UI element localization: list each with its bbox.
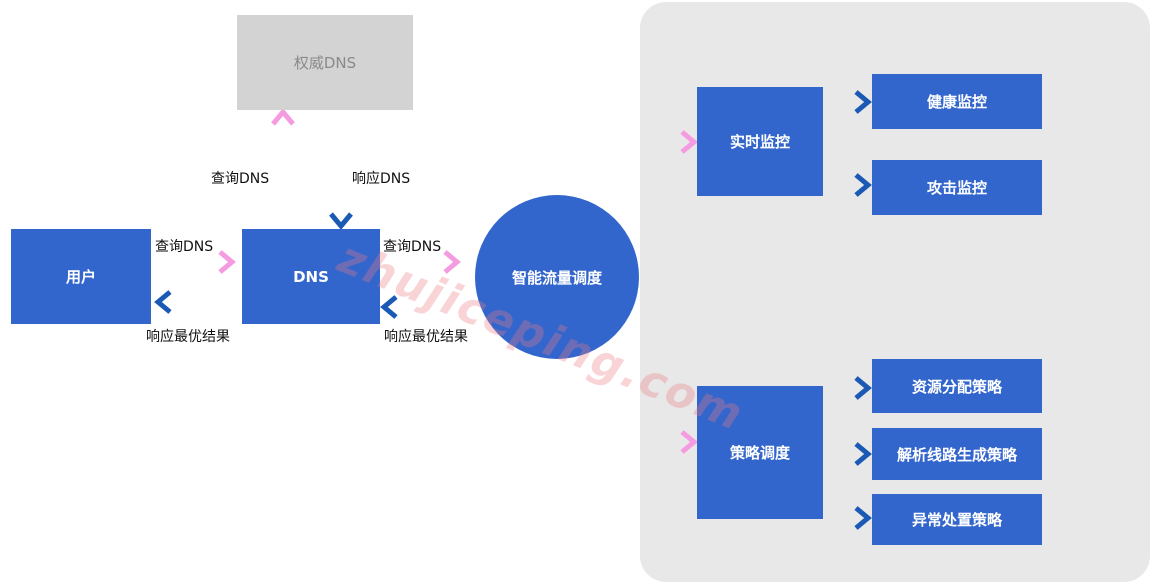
arrow-realtime-to-health <box>826 90 872 114</box>
node-attack-monitor: 攻击监控 <box>872 160 1042 215</box>
node-resource-allocation: 资源分配策略 <box>872 359 1042 413</box>
label-dns-to-auth: 查询DNS <box>211 171 270 187</box>
node-smart-scheduler: 智能流量调度 <box>475 195 639 359</box>
arrow-strategy-to-route <box>826 442 872 466</box>
label-scheduler-to-dns: 响应最优结果 <box>384 329 468 345</box>
arrow-dns-to-auth <box>271 108 295 227</box>
arrow-scheduler-to-dns <box>380 295 462 319</box>
node-dns: DNS <box>242 229 380 324</box>
label-user-to-dns: 查询DNS <box>155 239 214 255</box>
arrow-user-to-dns <box>155 250 236 274</box>
arrow-scheduler-branch <box>647 130 698 454</box>
arrow-realtime-to-attack <box>826 173 872 197</box>
node-route-generation: 解析线路生成策略 <box>872 428 1042 480</box>
node-health-monitor: 健康监控 <box>872 74 1042 129</box>
node-exception-handling: 异常处置策略 <box>872 494 1042 545</box>
label-dns-to-scheduler: 查询DNS <box>383 239 442 255</box>
arrow-strategy-to-resource <box>826 376 872 400</box>
arrow-auth-to-dns <box>329 111 353 230</box>
node-realtime-monitor: 实时监控 <box>697 87 823 196</box>
arrow-strategy-to-exception <box>826 506 872 530</box>
arrow-dns-to-scheduler <box>381 250 461 274</box>
node-user: 用户 <box>11 229 151 324</box>
label-auth-to-dns: 响应DNS <box>352 171 411 187</box>
node-strategy-scheduler: 策略调度 <box>697 386 823 519</box>
arrow-dns-to-user <box>154 290 237 314</box>
node-authoritative-dns: 权威DNS <box>237 15 413 110</box>
label-dns-to-user: 响应最优结果 <box>146 329 230 345</box>
